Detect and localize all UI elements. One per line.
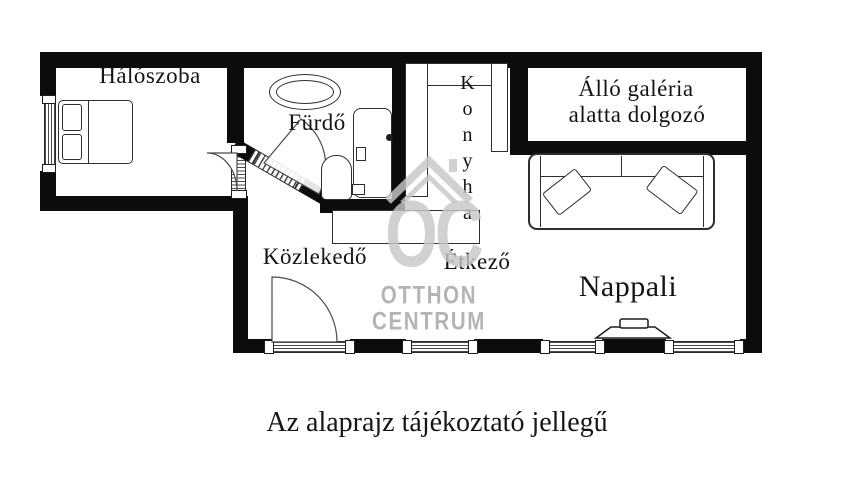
watermark-monogram: OC bbox=[385, 181, 484, 286]
wall-bottom-seg2 bbox=[350, 339, 406, 353]
toilet bbox=[321, 155, 352, 200]
wall-bedroom-bottom bbox=[40, 196, 248, 211]
window-jamb bbox=[42, 95, 56, 104]
bedroom-window bbox=[44, 102, 56, 166]
shower-fixture bbox=[352, 184, 365, 195]
sofa-back-line bbox=[540, 176, 704, 177]
watermark-brand-line1: OTTHON bbox=[380, 281, 478, 310]
bathtub-inner bbox=[276, 80, 334, 104]
room-label-living: Nappali bbox=[578, 270, 678, 303]
kitchen-counter-left bbox=[405, 63, 428, 197]
wall-gallery-bottom bbox=[510, 141, 746, 155]
dining-table bbox=[332, 210, 480, 244]
wall-bottom-seg5 bbox=[740, 339, 762, 353]
bed-divider-line bbox=[88, 101, 89, 163]
wall-bottom-seg4 bbox=[602, 339, 666, 353]
door-jamb bbox=[264, 340, 274, 354]
wall-bottom-seg3 bbox=[474, 339, 543, 353]
door-jamb bbox=[345, 340, 355, 354]
window-jamb bbox=[402, 340, 412, 354]
wall-bottom-seg1 bbox=[233, 339, 272, 353]
entry-door-threshold bbox=[272, 341, 349, 353]
bed-pillow bbox=[62, 104, 82, 131]
window-jamb bbox=[468, 340, 478, 354]
living-window-2 bbox=[546, 341, 599, 353]
sofa-cushion-split bbox=[621, 156, 622, 176]
living-window-3 bbox=[671, 341, 738, 353]
entry-door-arc bbox=[271, 276, 338, 343]
wall-bedroom-bathroom bbox=[227, 60, 244, 143]
wall-left-upper bbox=[40, 52, 56, 96]
room-label-gallery-line2: alatta dolgozó bbox=[568, 102, 706, 127]
tv-console bbox=[593, 326, 673, 339]
room-label-hallway: Közlekedő bbox=[262, 244, 368, 269]
room-label-dining: Étkező bbox=[443, 249, 511, 274]
window-jamb bbox=[42, 164, 56, 173]
door-jamb bbox=[231, 145, 247, 154]
living-window-1 bbox=[408, 341, 472, 353]
shower-handle bbox=[386, 134, 393, 141]
sofa-armrest-right bbox=[703, 156, 704, 227]
window-jamb bbox=[734, 340, 744, 354]
room-label-gallery-line1: Álló galéria bbox=[578, 76, 694, 101]
shower-shelf bbox=[356, 147, 366, 161]
wall-right bbox=[746, 52, 762, 353]
kitchen-counter-right bbox=[491, 63, 508, 152]
room-label-bathroom: Fürdő bbox=[288, 110, 346, 135]
disclaimer-caption: Az alaprajz tájékoztató jellegű bbox=[266, 407, 608, 438]
room-label-bedroom: Hálószoba bbox=[99, 63, 201, 88]
bed-pillow bbox=[62, 134, 82, 160]
wall-gallery-left bbox=[510, 60, 528, 144]
sofa-armrest-left bbox=[540, 156, 541, 227]
window-jamb bbox=[664, 340, 674, 354]
bathroom-door-threshold bbox=[252, 151, 303, 189]
window-jamb bbox=[540, 340, 550, 354]
watermark-brand-line2: CENTRUM bbox=[372, 307, 486, 336]
door-jamb bbox=[231, 190, 247, 199]
window-jamb bbox=[595, 340, 605, 354]
wall-bathroom-bottom bbox=[320, 199, 405, 213]
wall-hallway-left bbox=[233, 196, 248, 353]
tv-unit bbox=[619, 318, 649, 329]
